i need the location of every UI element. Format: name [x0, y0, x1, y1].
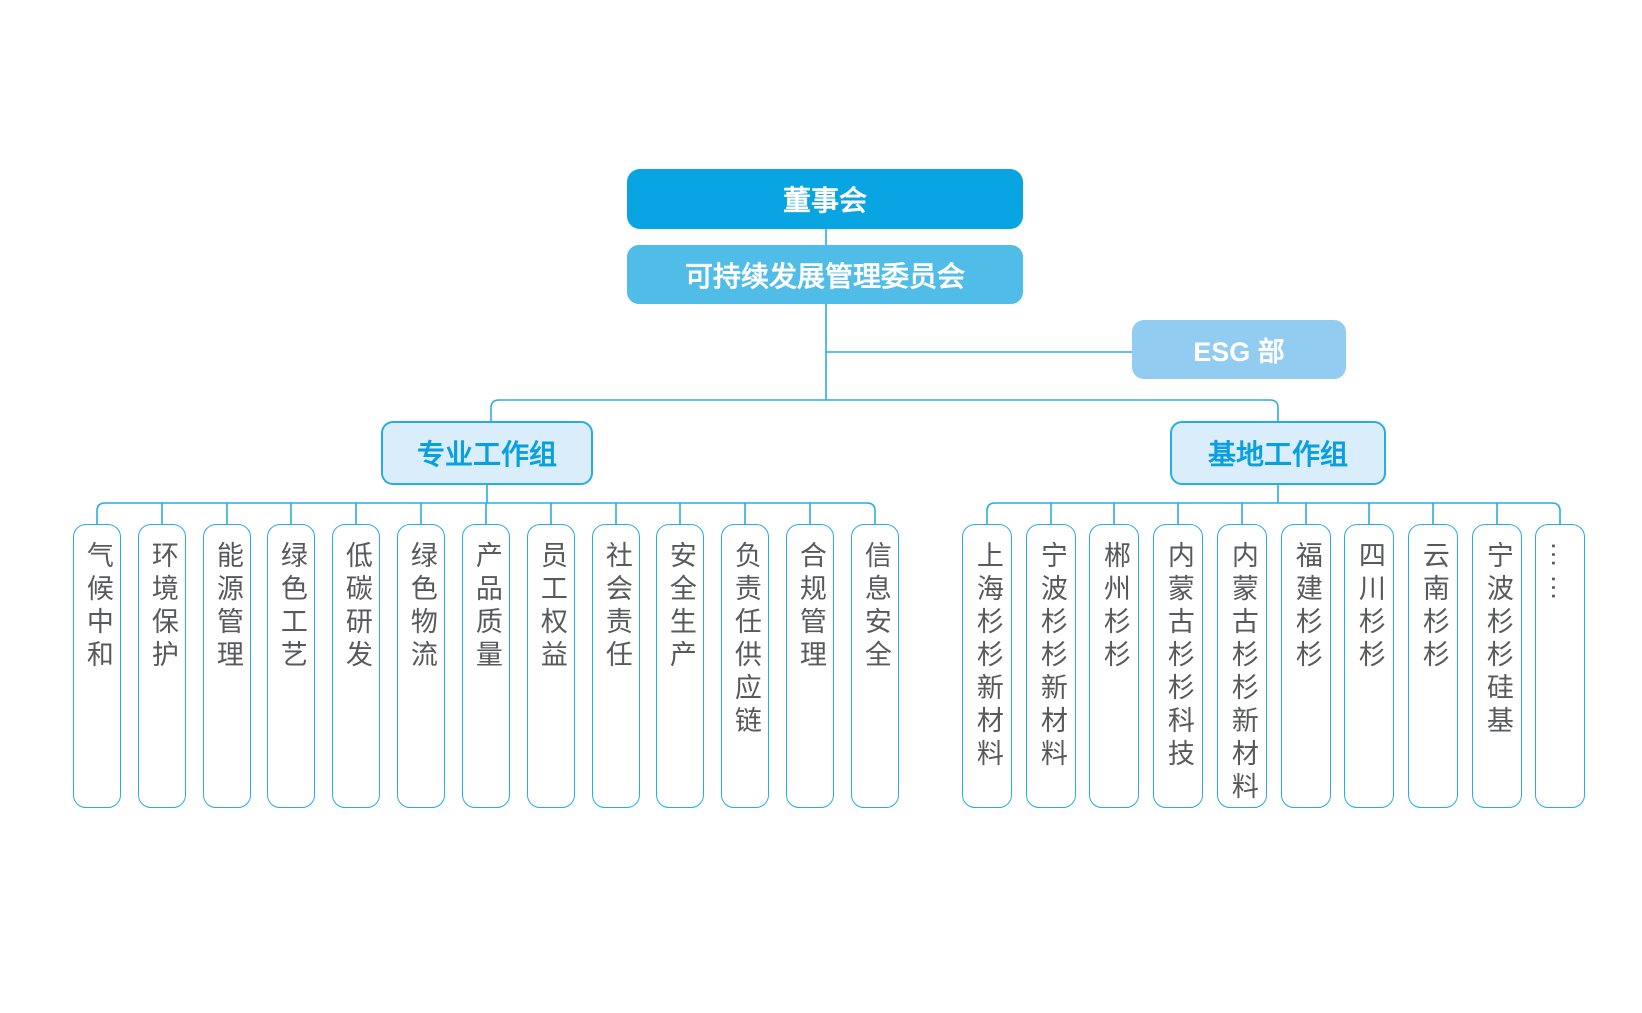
org-child-node: 社会责任 [592, 524, 640, 808]
node-professional-working-group: 专业工作组 [381, 421, 593, 485]
org-child-node: 绿色物流 [397, 524, 445, 808]
node-esg-department-label: ESG 部 [1193, 337, 1285, 367]
org-child-node: 内蒙古杉杉科技 [1153, 524, 1203, 808]
org-child-node: 合规管理 [786, 524, 834, 808]
node-sustainability-committee: 可持续发展管理委员会 [627, 245, 1023, 304]
org-child-node-label: 上海杉杉新材料 [972, 541, 1003, 772]
org-child-node-label: 社会责任 [601, 541, 632, 673]
org-child-node: 福建杉杉 [1281, 524, 1331, 808]
org-child-node: 绿色工艺 [267, 524, 315, 808]
org-child-node: 员工权益 [527, 524, 575, 808]
node-sustainability-committee-label: 可持续发展管理委员会 [684, 260, 965, 292]
org-child-node-label: 负责任供应链 [730, 541, 761, 739]
node-base-working-group-label: 基地工作组 [1207, 439, 1348, 470]
org-child-node: 安全生产 [656, 524, 704, 808]
org-child-node-label: 绿色物流 [406, 541, 437, 673]
org-child-node: 宁波杉杉硅基 [1472, 524, 1522, 808]
org-child-node-label: 内蒙古杉杉新材料 [1227, 541, 1258, 805]
org-child-node-label: 低碳研发 [341, 541, 372, 673]
org-child-node-label: 气候中和 [82, 541, 113, 673]
node-board-of-directors-label: 董事会 [782, 185, 867, 216]
org-child-node: 信息安全 [851, 524, 899, 808]
org-child-node-label: 云南杉杉 [1418, 541, 1449, 673]
org-child-node-label: 能源管理 [212, 541, 243, 673]
org-child-node-label: 信息安全 [860, 541, 891, 673]
org-child-node-label: 绿色工艺 [276, 541, 307, 673]
org-child-node-label: 福建杉杉 [1291, 541, 1322, 673]
org-child-node-label: 郴州杉杉 [1099, 541, 1130, 673]
org-child-node-label: 四川杉杉 [1354, 541, 1385, 673]
org-child-node: 郴州杉杉 [1089, 524, 1139, 808]
org-child-node-label: …… [1545, 541, 1576, 607]
org-child-node-label: 合规管理 [795, 541, 826, 673]
node-base-working-group: 基地工作组 [1170, 421, 1386, 485]
org-child-node: …… [1535, 524, 1585, 808]
org-child-node-label: 宁波杉杉硅基 [1482, 541, 1513, 739]
org-child-node-label: 安全生产 [665, 541, 696, 673]
node-esg-department: ESG 部 [1132, 320, 1346, 379]
org-child-node: 产品质量 [462, 524, 510, 808]
org-child-node: 云南杉杉 [1408, 524, 1458, 808]
org-child-node-label: 产品质量 [471, 541, 502, 673]
org-child-node: 环境保护 [138, 524, 186, 808]
node-professional-working-group-label: 专业工作组 [416, 439, 557, 470]
org-child-node-label: 内蒙古杉杉科技 [1163, 541, 1194, 772]
org-child-node: 负责任供应链 [721, 524, 769, 808]
org-child-node: 上海杉杉新材料 [962, 524, 1012, 808]
org-child-node: 宁波杉杉新材料 [1026, 524, 1076, 808]
org-child-node: 内蒙古杉杉新材料 [1217, 524, 1267, 808]
org-child-node: 低碳研发 [332, 524, 380, 808]
org-child-node-label: 宁波杉杉新材料 [1036, 541, 1067, 772]
node-board-of-directors: 董事会 [627, 169, 1023, 229]
org-child-node: 能源管理 [203, 524, 251, 808]
org-child-node: 气候中和 [73, 524, 121, 808]
org-child-node: 四川杉杉 [1344, 524, 1394, 808]
org-child-node-label: 员工权益 [536, 541, 567, 673]
org-child-node-label: 环境保护 [147, 541, 178, 673]
